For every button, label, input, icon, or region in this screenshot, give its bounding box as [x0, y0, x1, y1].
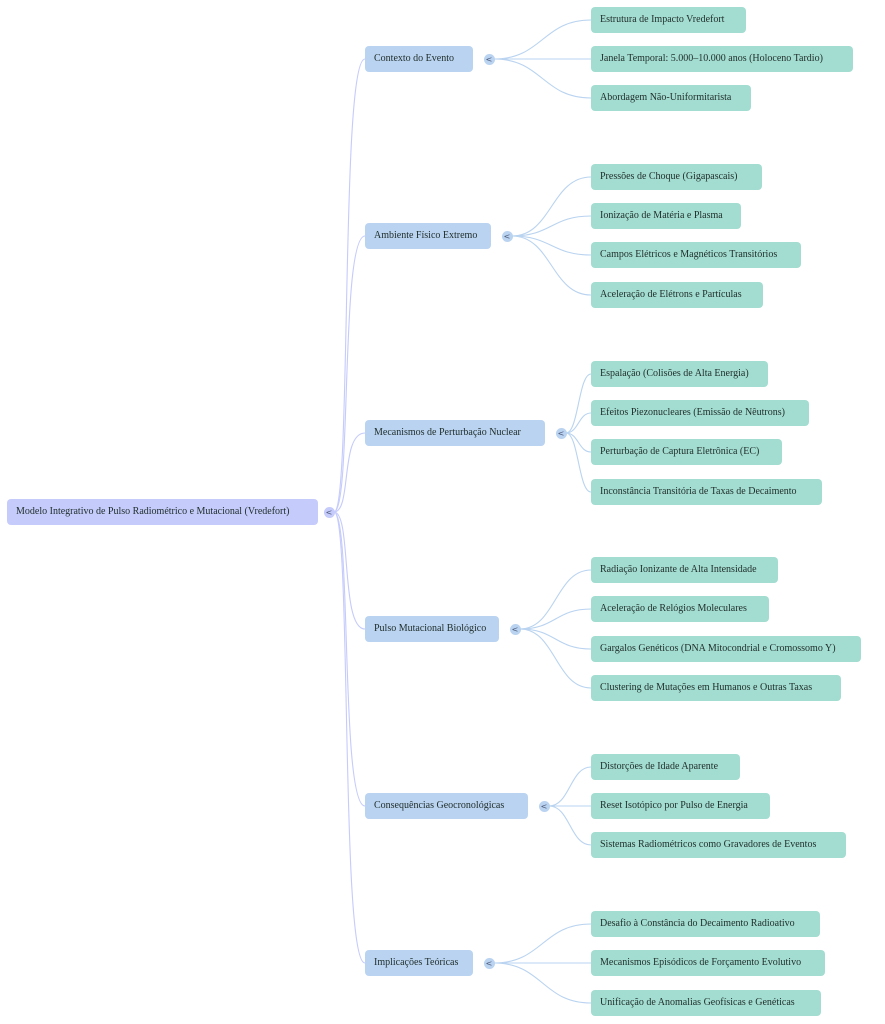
branch-node[interactable]: Implicações Teóricas: [365, 950, 473, 976]
leaf-node[interactable]: Espalação (Colisões de Alta Energia): [591, 361, 768, 387]
collapse-toggle-icon[interactable]: <: [483, 957, 495, 969]
collapse-toggle-icon[interactable]: <: [509, 623, 521, 635]
leaf-node[interactable]: Desafio à Constância do Decaimento Radio…: [591, 911, 820, 937]
branch-leaf-link: [511, 176, 592, 237]
branch-node[interactable]: Contexto do Evento: [365, 46, 473, 72]
branch-leaf-link: [493, 58, 592, 99]
branch-leaf-link: [511, 235, 592, 296]
leaf-node[interactable]: Mecanismos Episódicos de Forçamento Evol…: [591, 950, 825, 976]
branch-leaf-link: [519, 608, 592, 630]
branch-leaf-link: [565, 432, 592, 453]
root-branch-link: [333, 511, 366, 964]
root-branch-link: [333, 511, 366, 807]
root-branch-link: [333, 511, 366, 630]
leaf-node[interactable]: Efeitos Piezonucleares (Emissão de Nêutr…: [591, 400, 809, 426]
branch-leaf-link: [548, 805, 592, 846]
branch-leaf-link: [511, 235, 592, 256]
root-branch-link: [333, 432, 366, 513]
leaf-node[interactable]: Gargalos Genéticos (DNA Mitocondrial e C…: [591, 636, 861, 662]
branch-node[interactable]: Mecanismos de Perturbação Nuclear: [365, 420, 545, 446]
leaf-node[interactable]: Aceleração de Relógios Moleculares: [591, 596, 769, 622]
branch-leaf-link: [548, 766, 592, 807]
collapse-toggle-icon[interactable]: <: [538, 800, 550, 812]
collapse-toggle-icon[interactable]: <: [501, 230, 513, 242]
branch-leaf-link: [493, 962, 592, 1004]
leaf-node[interactable]: Inconstância Transitória de Taxas de Dec…: [591, 479, 822, 505]
branch-leaf-link: [519, 628, 592, 650]
leaf-node[interactable]: Distorções de Idade Aparente: [591, 754, 740, 780]
leaf-node[interactable]: Abordagem Não-Uniformitarista: [591, 85, 751, 111]
branch-leaf-link: [565, 412, 592, 434]
leaf-node[interactable]: Ionização de Matéria e Plasma: [591, 203, 741, 229]
leaf-node[interactable]: Pressões de Choque (Gigapascais): [591, 164, 762, 190]
branch-leaf-link: [493, 19, 592, 60]
leaf-node[interactable]: Reset Isotópico por Pulso de Energia: [591, 793, 770, 819]
branch-node[interactable]: Consequências Geocronológicas: [365, 793, 528, 819]
leaf-node[interactable]: Sistemas Radiométricos como Gravadores d…: [591, 832, 846, 858]
collapse-toggle-icon[interactable]: <: [323, 506, 335, 518]
root-node[interactable]: Modelo Integrativo de Pulso Radiométrico…: [7, 499, 318, 525]
branch-leaf-link: [519, 628, 592, 689]
branch-leaf-link: [519, 569, 592, 630]
leaf-node[interactable]: Unificação de Anomalias Geofísicas e Gen…: [591, 990, 821, 1016]
branch-leaf-link: [493, 923, 592, 964]
leaf-node[interactable]: Aceleração de Elétrons e Partículas: [591, 282, 763, 308]
branch-leaf-link: [565, 373, 592, 434]
branch-leaf-link: [511, 215, 592, 237]
leaf-node[interactable]: Janela Temporal: 5.000–10.000 anos (Holo…: [591, 46, 853, 72]
leaf-node[interactable]: Clustering de Mutações em Humanos e Outr…: [591, 675, 841, 701]
collapse-toggle-icon[interactable]: <: [555, 427, 567, 439]
branch-leaf-link: [565, 432, 592, 493]
leaf-node[interactable]: Perturbação de Captura Eletrônica (EC): [591, 439, 782, 465]
branch-node[interactable]: Pulso Mutacional Biológico: [365, 616, 499, 642]
collapse-toggle-icon[interactable]: <: [483, 53, 495, 65]
root-branch-link: [333, 235, 366, 513]
leaf-node[interactable]: Estrutura de Impacto Vredefort: [591, 7, 746, 33]
root-branch-link: [333, 58, 366, 513]
leaf-node[interactable]: Campos Elétricos e Magnéticos Transitóri…: [591, 242, 801, 268]
branch-node[interactable]: Ambiente Físico Extremo: [365, 223, 491, 249]
leaf-node[interactable]: Radiação Ionizante de Alta Intensidade: [591, 557, 778, 583]
